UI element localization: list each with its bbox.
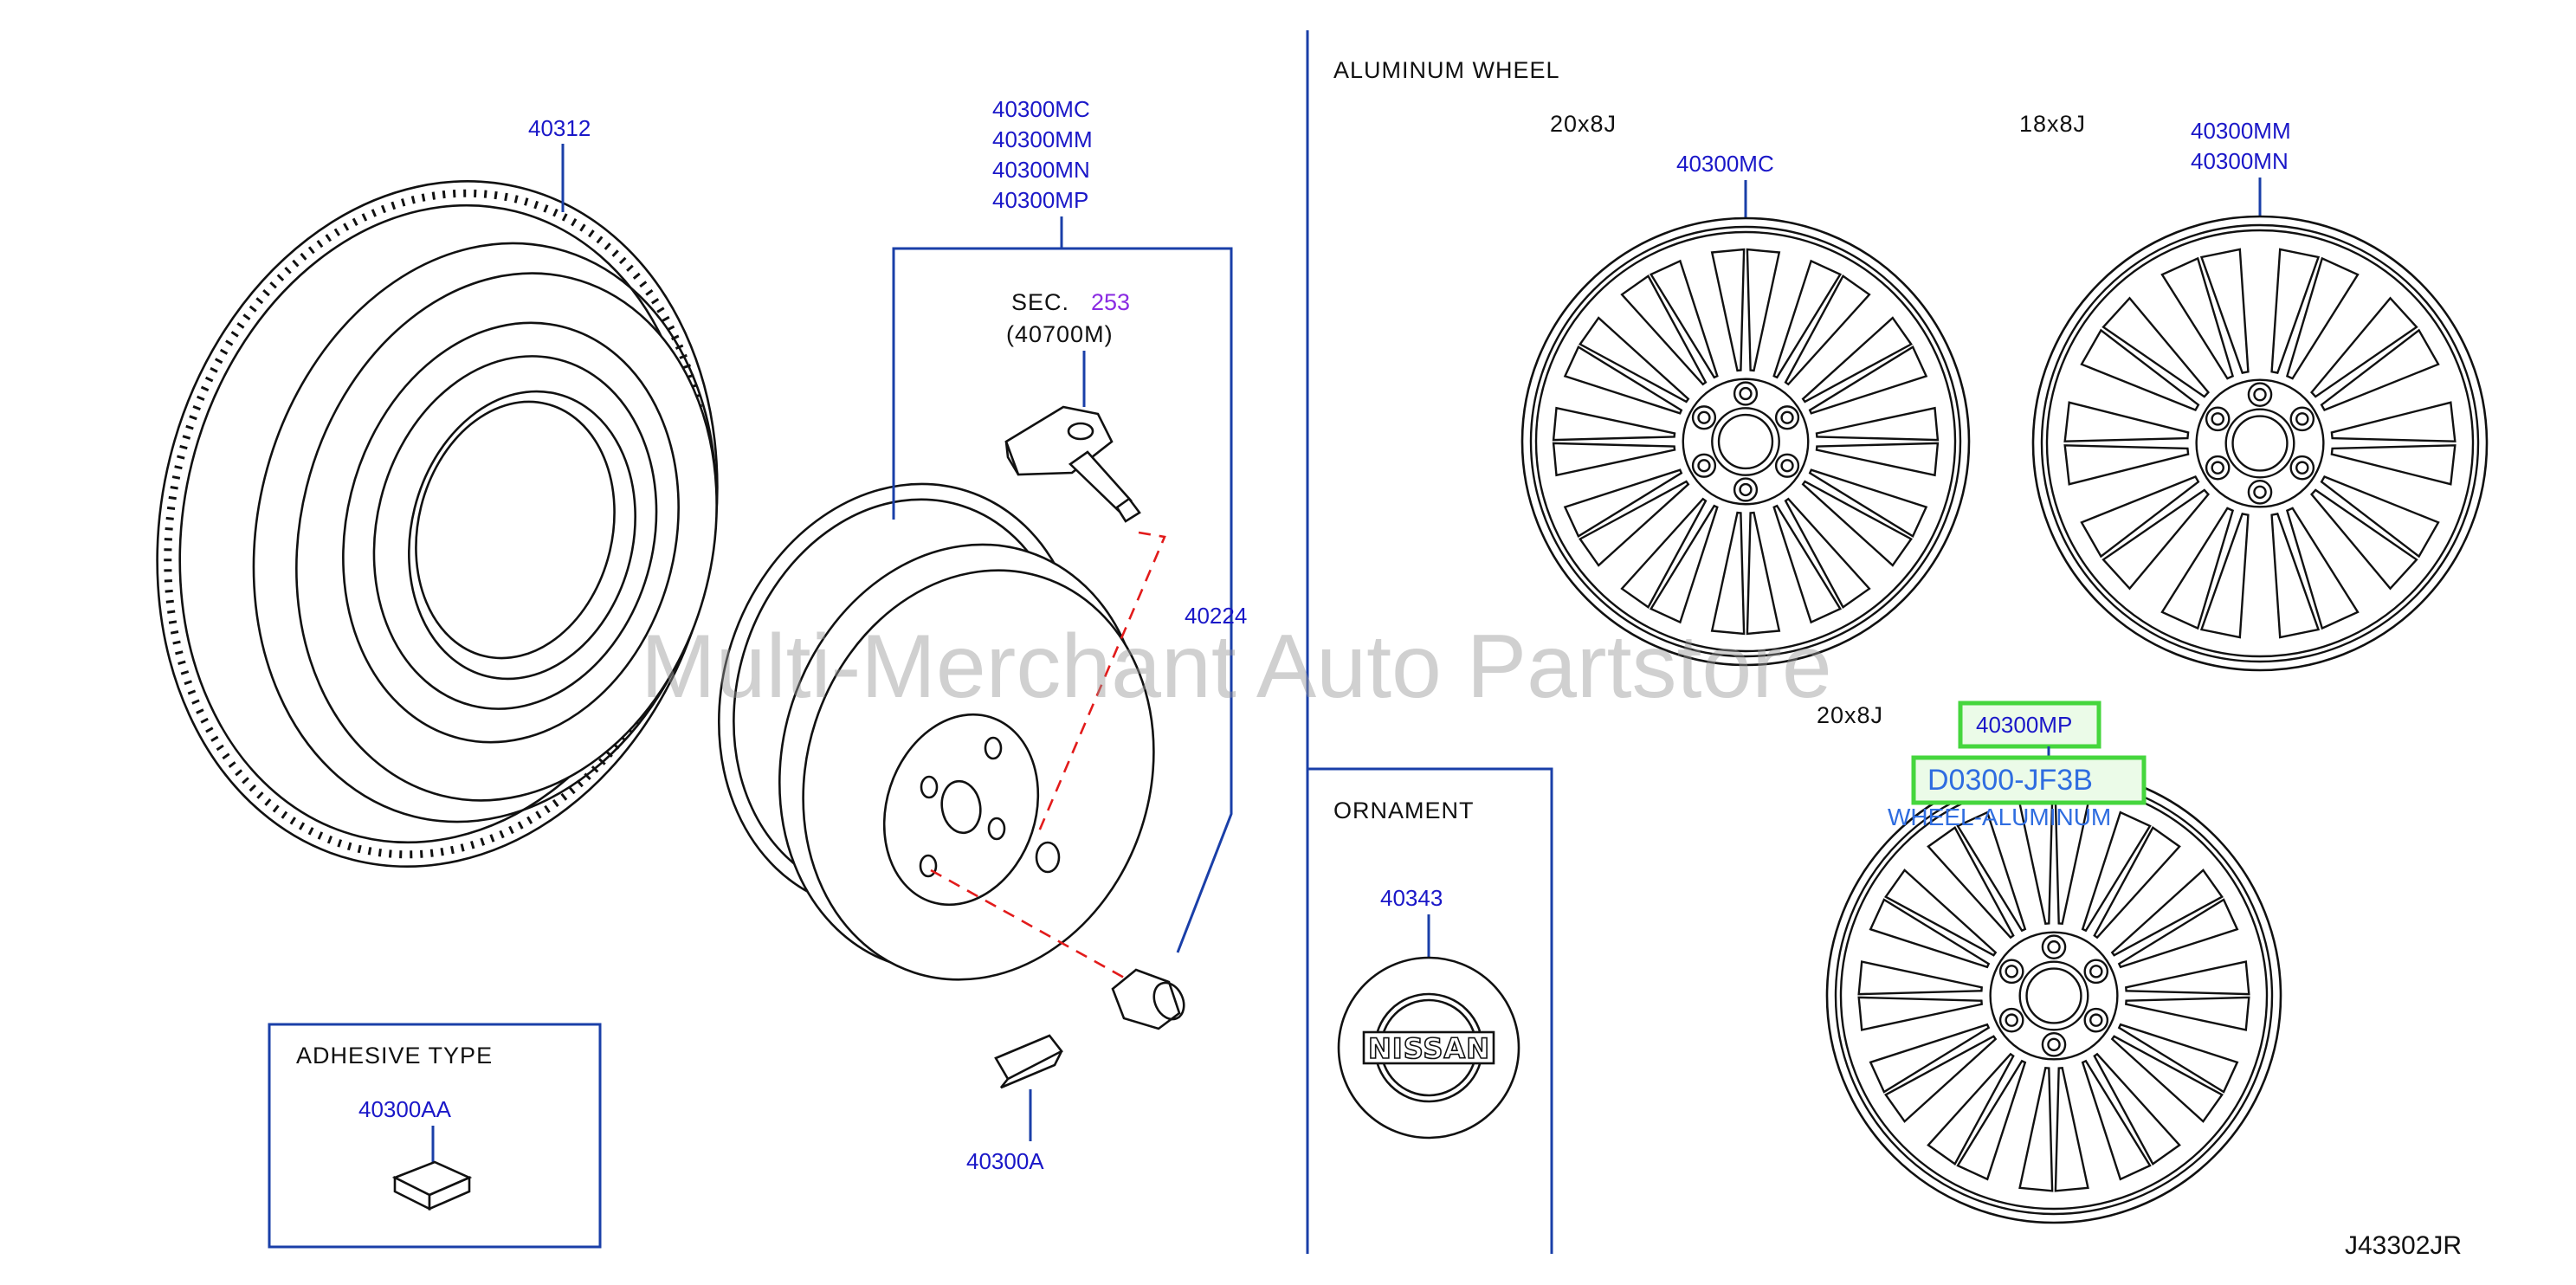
wheel-a-part-number[interactable]: 40300MC [1676,151,1774,177]
highlight-box-oem [1911,755,2147,805]
tpms-sensor[interactable] [1004,405,1141,523]
balance-weight[interactable] [994,1034,1063,1089]
ornament-part-number[interactable]: 40343 [1380,885,1443,911]
nut-part-number[interactable]: 40224 [1185,603,1247,629]
part-description: WHEEL-ALUMINUM [1888,804,2111,830]
watermark: Multi-Merchant Auto Partstore [641,617,1832,717]
nissan-logo-text: NISSAN [1368,1032,1489,1065]
wheel-b-part-number-2[interactable]: 40300MN [2191,148,2289,174]
ornament-box [1307,767,1553,1254]
alloy-wheel-20x8j-a[interactable] [1520,216,1971,667]
wheel-part-number-4[interactable]: 40300MP [992,187,1088,213]
alloy-wheel-20x8j-c[interactable] [1825,767,2282,1224]
center-cap-ornament[interactable]: NISSAN [1337,956,1520,1140]
wheel-part-number-3[interactable]: 40300MN [992,157,1090,183]
wheel-part-number-2[interactable]: 40300MM [992,126,1093,152]
lug-nut[interactable] [1111,968,1190,1030]
alloy-wheel-18x8j[interactable] [2031,215,2489,672]
diagram-code: J43302JR [2345,1231,2462,1260]
aluminum-wheel-title: ALUMINUM WHEEL [1333,57,1560,83]
sec-number[interactable]: 253 [1091,289,1130,315]
adhesive-type-title: ADHESIVE TYPE [296,1043,493,1069]
wheel-c-size: 20x8J [1817,702,1883,728]
tire-part-number[interactable]: 40312 [528,115,591,141]
sec-label: SEC. [1011,289,1069,315]
ornament-title: ORNAMENT [1333,797,1475,823]
wheel-a-size: 20x8J [1550,111,1617,137]
oem-part-number[interactable]: D0300-JF3B [1927,764,2093,797]
sensor-part-label[interactable]: (40700M) [1006,321,1114,347]
adhesive-weight[interactable] [391,1160,473,1211]
adhesive-weight-part-number[interactable]: 40300AA [358,1096,452,1122]
wheel-part-number-1[interactable]: 40300MC [992,96,1090,122]
adhesive-type-box [268,1023,602,1249]
wheel-b-size: 18x8J [2019,111,2086,137]
highlighted-part-number[interactable]: 40300MP [1976,712,2072,738]
tire[interactable] [87,121,789,927]
balance-weight-part-number[interactable]: 40300A [966,1148,1044,1174]
highlight-box-part [1958,701,2101,749]
wheel-b-part-number-1[interactable]: 40300MM [2191,118,2291,144]
wheel-rim[interactable] [665,436,1206,1026]
